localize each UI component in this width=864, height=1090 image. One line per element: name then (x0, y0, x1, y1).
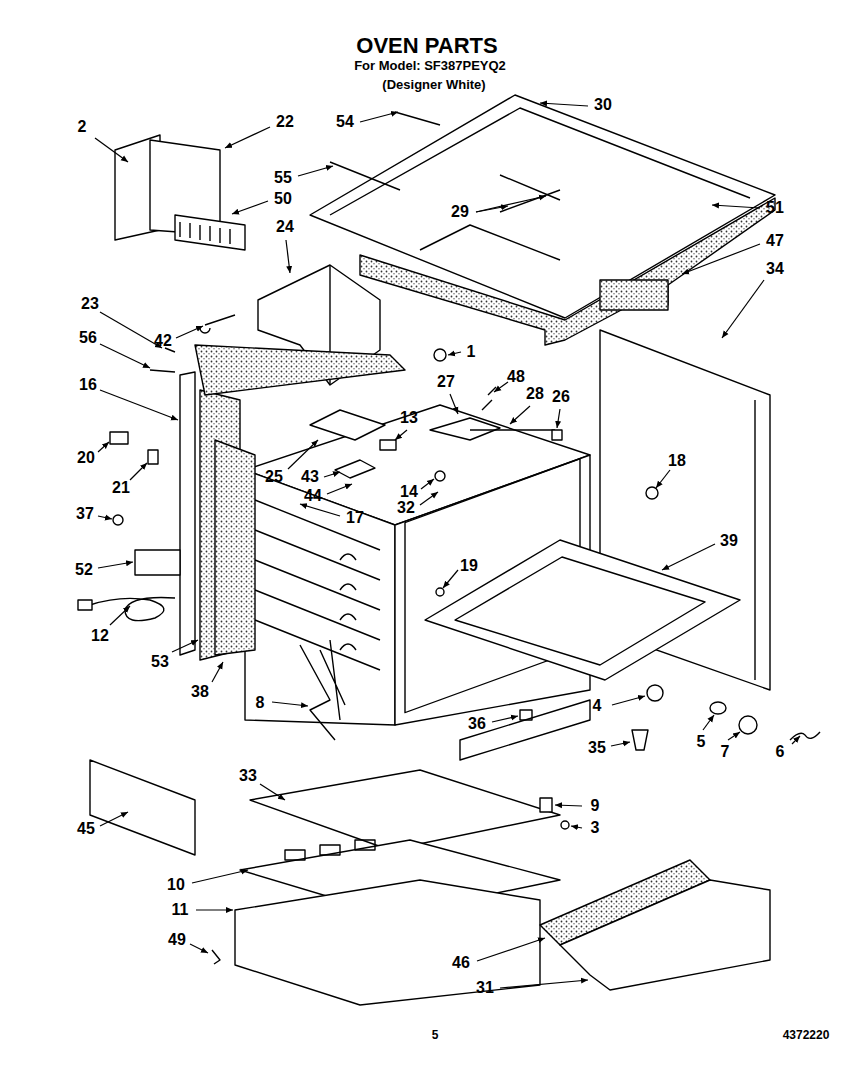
diagram-title: OVEN PARTS (356, 35, 497, 57)
callout-number: 35 (588, 740, 606, 756)
callout-number: 53 (151, 654, 169, 670)
callout-number: 29 (451, 204, 469, 220)
callout-number: 48 (507, 369, 525, 385)
callout-number: 10 (167, 877, 185, 893)
callout-number: 39 (720, 533, 738, 549)
callout-number: 25 (265, 469, 283, 485)
callout-number: 31 (476, 980, 494, 996)
callout-number: 42 (154, 333, 172, 349)
callout-number: 50 (274, 191, 292, 207)
callout-number: 18 (668, 453, 686, 469)
callout-number: 9 (591, 798, 600, 814)
callout-number: 38 (191, 684, 209, 700)
callout-number: 24 (276, 219, 294, 235)
callout-number: 32 (397, 500, 415, 516)
callout-number: 45 (77, 821, 95, 837)
callout-number: 47 (766, 233, 784, 249)
callout-number: 3 (591, 820, 600, 836)
callout-number: 33 (239, 768, 257, 784)
callout-number: 26 (552, 389, 570, 405)
callout-number: 21 (112, 480, 130, 496)
callout-number: 49 (168, 932, 186, 948)
callout-number: 4 (593, 698, 602, 714)
model-line: For Model: SF387PEYQ2 (354, 59, 506, 72)
callout-number: 1 (467, 344, 476, 360)
page-number: 5 (432, 1029, 439, 1041)
callout-number: 56 (79, 330, 97, 346)
document-number: 4372220 (783, 1029, 830, 1041)
callout-number: 19 (460, 558, 478, 574)
callout-number: 28 (526, 386, 544, 402)
callout-number: 36 (468, 716, 486, 732)
callout-number: 16 (79, 377, 97, 393)
callout-number: 46 (452, 955, 470, 971)
callout-number: 22 (276, 114, 294, 130)
callout-number: 27 (437, 374, 455, 390)
callout-number: 2 (78, 119, 87, 135)
callout-number: 43 (301, 469, 319, 485)
callout-number: 30 (594, 97, 612, 113)
callout-number: 12 (91, 628, 109, 644)
callout-number: 8 (256, 695, 265, 711)
callout-number: 5 (697, 734, 706, 750)
callout-number: 54 (336, 114, 354, 130)
callout-number: 51 (766, 200, 784, 216)
callout-number: 17 (346, 510, 364, 526)
callout-number: 23 (81, 296, 99, 312)
callout-number: 44 (304, 488, 322, 504)
callout-number: 34 (766, 261, 784, 277)
callout-number: 14 (400, 484, 418, 500)
callout-number: 52 (75, 562, 93, 578)
callout-number: 37 (76, 506, 94, 522)
callout-number: 13 (400, 410, 418, 426)
subtitle: (Designer White) (382, 78, 485, 91)
callout-number: 20 (77, 450, 95, 466)
callout-number: 55 (274, 170, 292, 186)
callout-number: 11 (172, 902, 189, 918)
callout-number: 7 (721, 744, 730, 760)
callout-number: 6 (776, 744, 785, 760)
